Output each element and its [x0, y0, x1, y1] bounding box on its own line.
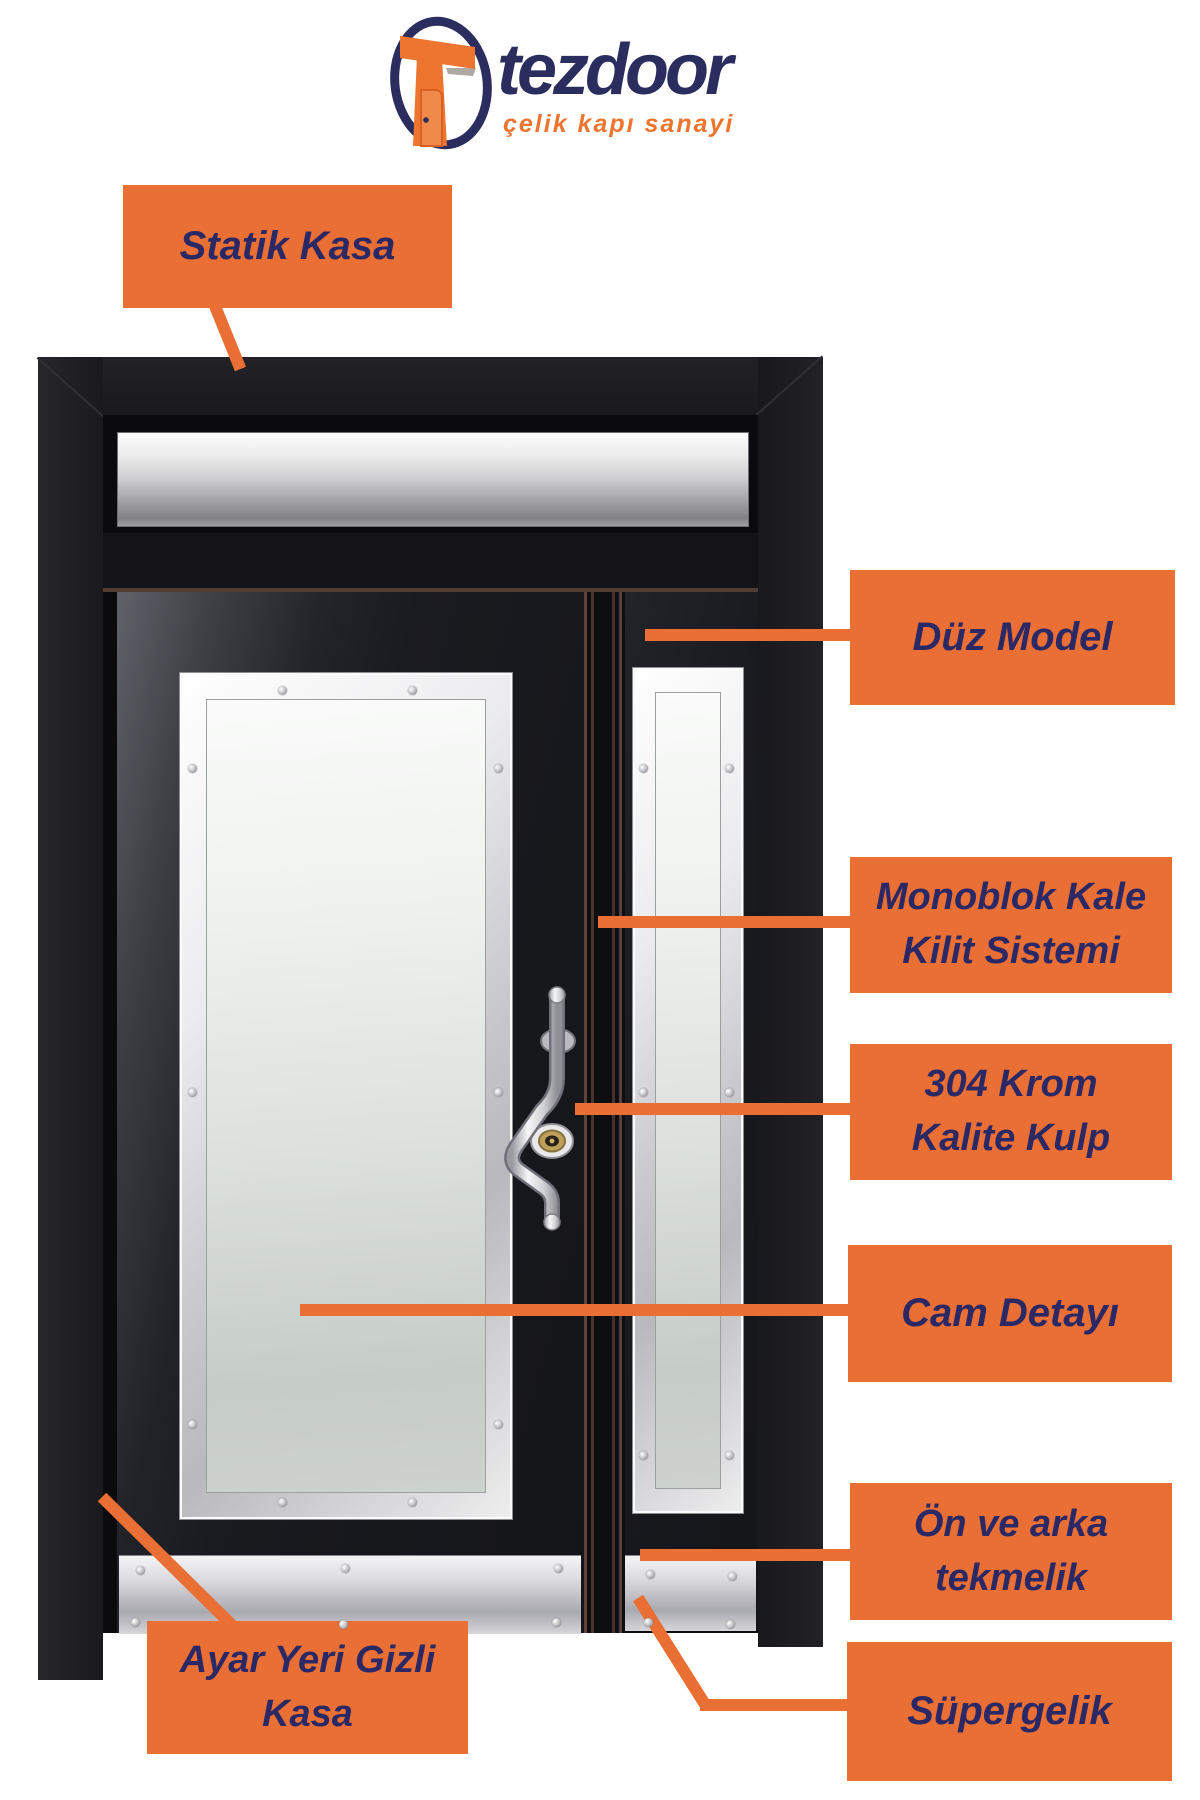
door-handle: [504, 986, 576, 1231]
side-glass-panel: [655, 692, 721, 1489]
screw: [130, 1617, 140, 1627]
screw: [638, 763, 648, 773]
callout-monoblok-kilit: Monoblok Kale Kilit Sistemi: [850, 857, 1172, 993]
brand-tagline: çelik kapı sanayi: [503, 110, 735, 138]
screw: [407, 685, 417, 695]
connector-krom-kulp: [575, 1103, 850, 1115]
screw: [407, 1497, 417, 1507]
connector-supergelik: [700, 1699, 847, 1711]
screw: [493, 1087, 503, 1097]
door-frame-left: [38, 357, 103, 1680]
callout-krom-kulp: 304 Krom Kalite Kulp: [850, 1044, 1172, 1180]
connector-tekmelik: [640, 1549, 850, 1561]
callout-tekmelik: Ön ve arka tekmelik: [850, 1483, 1172, 1620]
tezdoor-logo-icon: [390, 16, 492, 150]
screw: [725, 1619, 735, 1629]
screw: [724, 1450, 734, 1460]
transom-glass: [117, 432, 749, 527]
screw: [638, 1087, 648, 1097]
callout-text: Ayar Yeri Gizli: [179, 1638, 436, 1681]
screw: [135, 1565, 145, 1575]
connector-duz-model: [645, 629, 850, 641]
screw: [724, 763, 734, 773]
side-glass-chrome-frame: [632, 667, 744, 1514]
screw: [277, 685, 287, 695]
screw: [727, 1571, 737, 1581]
callout-text: Ön ve arka: [913, 1502, 1109, 1545]
connector-monoblok: [598, 916, 850, 928]
callout-statik-kasa: Statik Kasa: [123, 185, 452, 308]
screw: [187, 1419, 197, 1429]
screw: [551, 1617, 561, 1627]
callout-text: Cam Detayı: [901, 1291, 1119, 1335]
kick-plate-main: [119, 1555, 581, 1634]
callout-text: 304 Krom: [924, 1063, 1098, 1106]
callout-ayar-kasa: Ayar Yeri Gizli Kasa: [147, 1621, 468, 1754]
callout-text: Düz Model: [912, 615, 1113, 659]
callout-text: Kasa: [262, 1692, 353, 1735]
callout-duz-model: Düz Model: [850, 570, 1175, 705]
screw: [340, 1563, 350, 1573]
door-frame-right: [758, 357, 823, 1647]
main-glass-chrome-frame: [179, 672, 513, 1520]
screw: [638, 1450, 648, 1460]
screw: [493, 1419, 503, 1429]
callout-cam-detayi: Cam Detayı: [848, 1245, 1172, 1382]
screw: [724, 1087, 734, 1097]
screw: [645, 1569, 655, 1579]
callout-text: tekmelik: [934, 1556, 1088, 1599]
screw: [493, 763, 503, 773]
screw: [187, 763, 197, 773]
callout-text: Süpergelik: [907, 1689, 1112, 1733]
door-frame-top: [38, 357, 823, 415]
screw: [643, 1617, 653, 1627]
callout-text: Kalite Kulp: [911, 1117, 1111, 1159]
screw: [277, 1497, 287, 1507]
callout-supergelik: Süpergelik: [847, 1642, 1172, 1781]
screw: [338, 1619, 348, 1629]
callout-text: Statik Kasa: [179, 224, 396, 268]
door-header-band: [103, 533, 758, 592]
screw: [187, 1087, 197, 1097]
screw: [553, 1563, 563, 1573]
callout-text: Monoblok Kale: [875, 876, 1147, 919]
callout-text: Kilit Sistemi: [902, 930, 1120, 972]
connector-cam-detayi: [300, 1304, 848, 1316]
main-glass-panel: [206, 699, 486, 1493]
brand-wordmark: tezdoor: [497, 30, 733, 110]
